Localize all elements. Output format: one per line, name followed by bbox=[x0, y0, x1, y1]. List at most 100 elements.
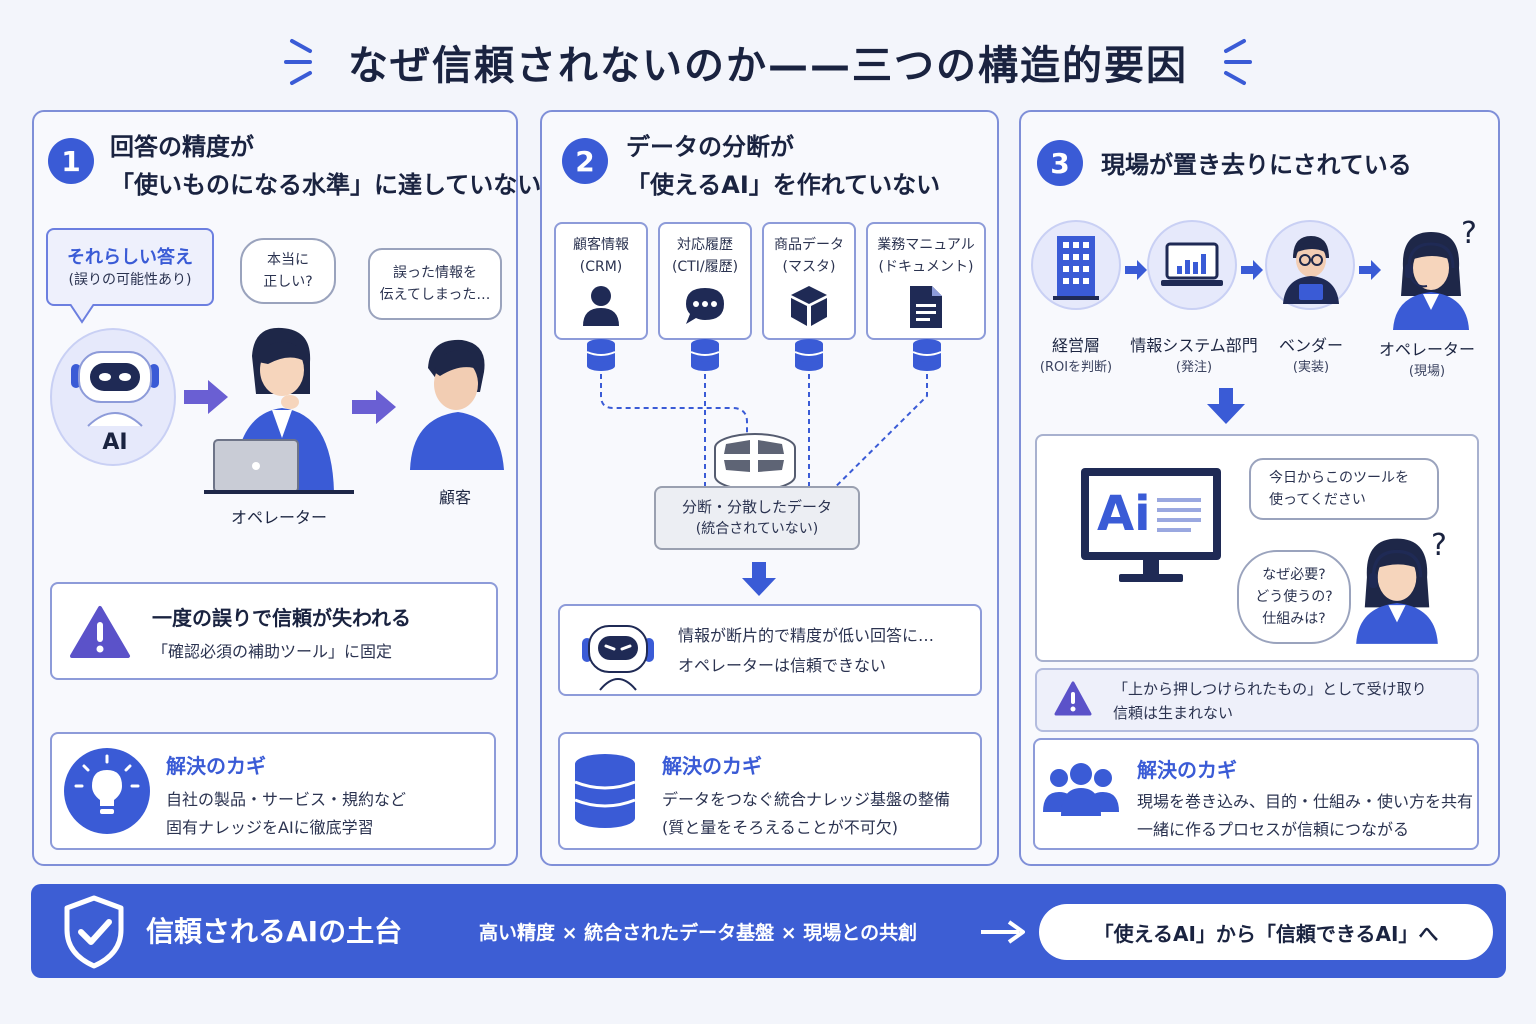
factor-heading: 現場が置き去りにされている bbox=[1101, 151, 1412, 179]
lightbulb-icon bbox=[64, 748, 150, 834]
thought-text: 正しい? bbox=[263, 274, 313, 290]
thought-text: 本当に bbox=[267, 252, 309, 268]
speech-text: 使ってください bbox=[1269, 492, 1366, 508]
warning-box: 一度の誤りで信頼が失われる 「確認必須の補助ツール」に固定 bbox=[50, 582, 498, 680]
solution-key-line: 自社の製品・サービス・規約など bbox=[166, 790, 407, 809]
warning-title: 一度の誤りで信頼が失われる bbox=[152, 606, 411, 630]
customer-icon bbox=[410, 339, 504, 470]
factor-number: 3 bbox=[1037, 140, 1083, 186]
data-source-cti: 対応履歴 (CTI/履歴) bbox=[658, 222, 752, 340]
tool-rollout-scene: Ai 今日からこのツールを使ってください なぜ必要? どう使うの? 仕組みは? ? bbox=[1035, 434, 1479, 662]
chain-sub: (現場) bbox=[1408, 364, 1446, 379]
ai-answer-title: それらしい答え bbox=[67, 247, 193, 268]
ai-answer-bubble: それらしい答え (誤りの可能性あり) bbox=[46, 228, 214, 306]
page-header: なぜ信頼されないのか——三つの構造的要因 bbox=[0, 30, 1536, 94]
chain-title: ベンダー bbox=[1278, 336, 1343, 355]
cube-icon bbox=[791, 286, 827, 326]
warning-line: 「上から押しつけられたもの」として受け取り bbox=[1113, 680, 1427, 698]
solution-key-line: 一緒に作るプロセスが信頼につながる bbox=[1137, 820, 1410, 839]
chain-title: 経営層 bbox=[1051, 336, 1100, 355]
foundation-banner: 信頼されるAIの土台 高い精度 × 統合されたデータ基盤 × 現場との共創 「使… bbox=[31, 884, 1506, 978]
factor-number: 2 bbox=[562, 138, 608, 184]
laptop-chart-icon bbox=[1147, 220, 1237, 310]
factor-heading-line1: 回答の精度が bbox=[110, 133, 254, 161]
foundation-formula: 高い精度 × 統合されたデータ基盤 × 現場との共創 bbox=[479, 922, 918, 944]
factor-card-data-silo: 2 データの分断が 「使えるAI」を作れていない 顧客情報 (CRM) 対応履歴… bbox=[540, 110, 999, 866]
speech-text: 今日からこのツールを bbox=[1269, 470, 1409, 486]
ai-avatar: AI bbox=[50, 328, 176, 466]
ai-screen-text: Ai bbox=[1097, 486, 1151, 542]
shield-check-icon bbox=[64, 895, 124, 969]
team-icon bbox=[1043, 763, 1119, 816]
tool-instruction-bubble: 今日からこのツールを使ってください bbox=[1249, 458, 1439, 520]
source-sub: (CTI/履歴) bbox=[671, 259, 739, 275]
database-icon bbox=[574, 754, 636, 828]
factor-heading-line2: 「使いものになる水準」に達していない bbox=[110, 171, 542, 199]
chain-sub: (発注) bbox=[1175, 360, 1213, 375]
developer-icon bbox=[1265, 220, 1355, 310]
solution-key-line: 現場を巻き込み、目的・仕組み・使い方を共有 bbox=[1137, 792, 1474, 811]
solution-key-box: 解決のカギ データをつなぐ統合ナレッジ基盤の整備 (質と量をそろえることが不可欠… bbox=[558, 732, 982, 850]
chain-title: 情報システム部門 bbox=[1130, 336, 1258, 355]
chain-title: オペレーター bbox=[1378, 340, 1475, 359]
speech-text: 伝えてしまった… bbox=[379, 287, 491, 303]
thought-text: なぜ必要? bbox=[1262, 567, 1326, 583]
solution-key-title: 解決のカギ bbox=[166, 754, 266, 778]
source-title: 商品データ bbox=[774, 237, 844, 253]
factor-card-accuracy: 1 回答の精度が 「使いものになる水準」に達していない それらしい答え (誤りの… bbox=[32, 110, 541, 866]
fragmented-data-box: 分断・分散したデータ (統合されていない) bbox=[654, 486, 860, 550]
arrow-right-icon bbox=[1359, 260, 1381, 280]
solution-key-box: 解決のカギ 現場を巻き込み、目的・仕組み・使い方を共有 一緒に作るプロセスが信頼… bbox=[1033, 738, 1479, 850]
arrow-right-icon bbox=[184, 380, 228, 414]
data-source-manual: 業務マニュアル (ドキュメント) bbox=[866, 222, 986, 340]
spark-right-icon bbox=[1224, 39, 1252, 85]
warning-line: 信頼は生まれない bbox=[1113, 704, 1234, 722]
warning-sub: 「確認必須の補助ツール」に固定 bbox=[152, 642, 393, 661]
arrow-down-icon bbox=[742, 562, 776, 596]
solution-key-title: 解決のカギ bbox=[662, 754, 762, 778]
factor-heading-line1: データの分断が bbox=[626, 133, 794, 161]
ai-label: AI bbox=[102, 430, 128, 455]
customer-label: 顧客 bbox=[438, 488, 471, 507]
chain-label-operator: オペレーター (現場) bbox=[1375, 336, 1479, 379]
thought-text: どう使うの? bbox=[1255, 589, 1333, 605]
operator-thought-bubble: 本当に正しい? bbox=[240, 238, 336, 304]
foundation-title: 信頼されるAIの土台 bbox=[146, 915, 403, 948]
fragmented-database-icon bbox=[714, 433, 796, 491]
data-source-crm: 顧客情報 (CRM) bbox=[554, 222, 648, 340]
source-title: 顧客情報 bbox=[573, 237, 629, 253]
spark-left-icon bbox=[284, 39, 312, 85]
thought-text: 仕組みは? bbox=[1262, 611, 1326, 627]
factor-number: 1 bbox=[48, 138, 94, 184]
source-sub: (ドキュメント) bbox=[878, 259, 974, 275]
operator-doubt-bubble: なぜ必要? どう使うの? 仕組みは? bbox=[1237, 550, 1351, 644]
robot-message-box: 情報が断片的で精度が低い回答に… オペレーターは信頼できない bbox=[558, 604, 982, 696]
document-icon bbox=[910, 286, 942, 328]
warning-icon bbox=[70, 606, 130, 658]
solution-key-line: データをつなぐ統合ナレッジ基盤の整備 bbox=[662, 790, 951, 809]
factor-heading-line2: 「使えるAI」を作れていない bbox=[626, 171, 941, 199]
arrow-right-icon bbox=[1241, 260, 1263, 280]
bubble-tail-icon bbox=[69, 304, 95, 324]
sad-robot-icon bbox=[582, 625, 654, 691]
question-mark: ? bbox=[1431, 528, 1447, 563]
source-title: 業務マニュアル bbox=[877, 237, 975, 253]
factor-card-frontline: 3 現場が置き去りにされている bbox=[1019, 110, 1500, 866]
robot-message-line: オペレーターは信頼できない bbox=[678, 656, 887, 675]
chain-label-vendor: ベンダー (実装) bbox=[1261, 332, 1361, 375]
source-sub: (マスタ) bbox=[782, 259, 836, 275]
solution-key-line: (質と量をそろえることが不可欠) bbox=[662, 818, 899, 837]
warning-icon bbox=[1054, 681, 1092, 716]
operator-icon bbox=[204, 327, 354, 494]
ai-monitor-icon bbox=[1081, 468, 1221, 582]
data-source-product: 商品データ (マスタ) bbox=[762, 222, 856, 340]
headset-operator-icon bbox=[1393, 232, 1469, 330]
warning-box: 「上から押しつけられたもの」として受け取り 信頼は生まれない bbox=[1035, 668, 1479, 732]
source-sub: (CRM) bbox=[579, 259, 623, 275]
arrow-right-icon bbox=[981, 920, 1025, 944]
foundation-result-pill: 「使えるAI」から「信頼できるAI」へ bbox=[1039, 904, 1493, 960]
arrow-right-icon bbox=[1125, 260, 1147, 280]
page-title: なぜ信頼されないのか——三つの構造的要因 bbox=[348, 43, 1188, 89]
robot-message-line: 情報が断片的で精度が低い回答に… bbox=[678, 626, 935, 645]
headset-operator-icon bbox=[1356, 538, 1438, 644]
